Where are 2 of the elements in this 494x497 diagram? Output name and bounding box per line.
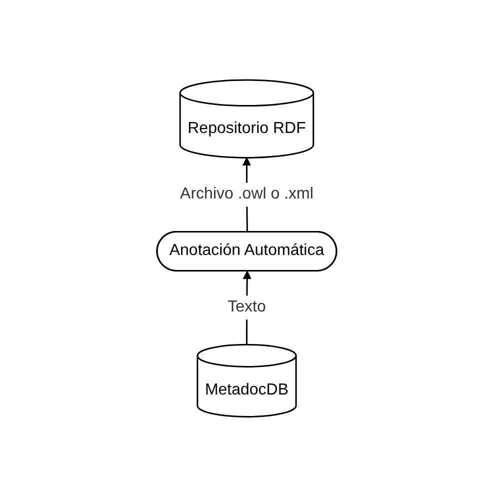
edge-label: Archivo .owl o .xml — [180, 186, 314, 203]
edge-label: Texto — [228, 298, 266, 316]
